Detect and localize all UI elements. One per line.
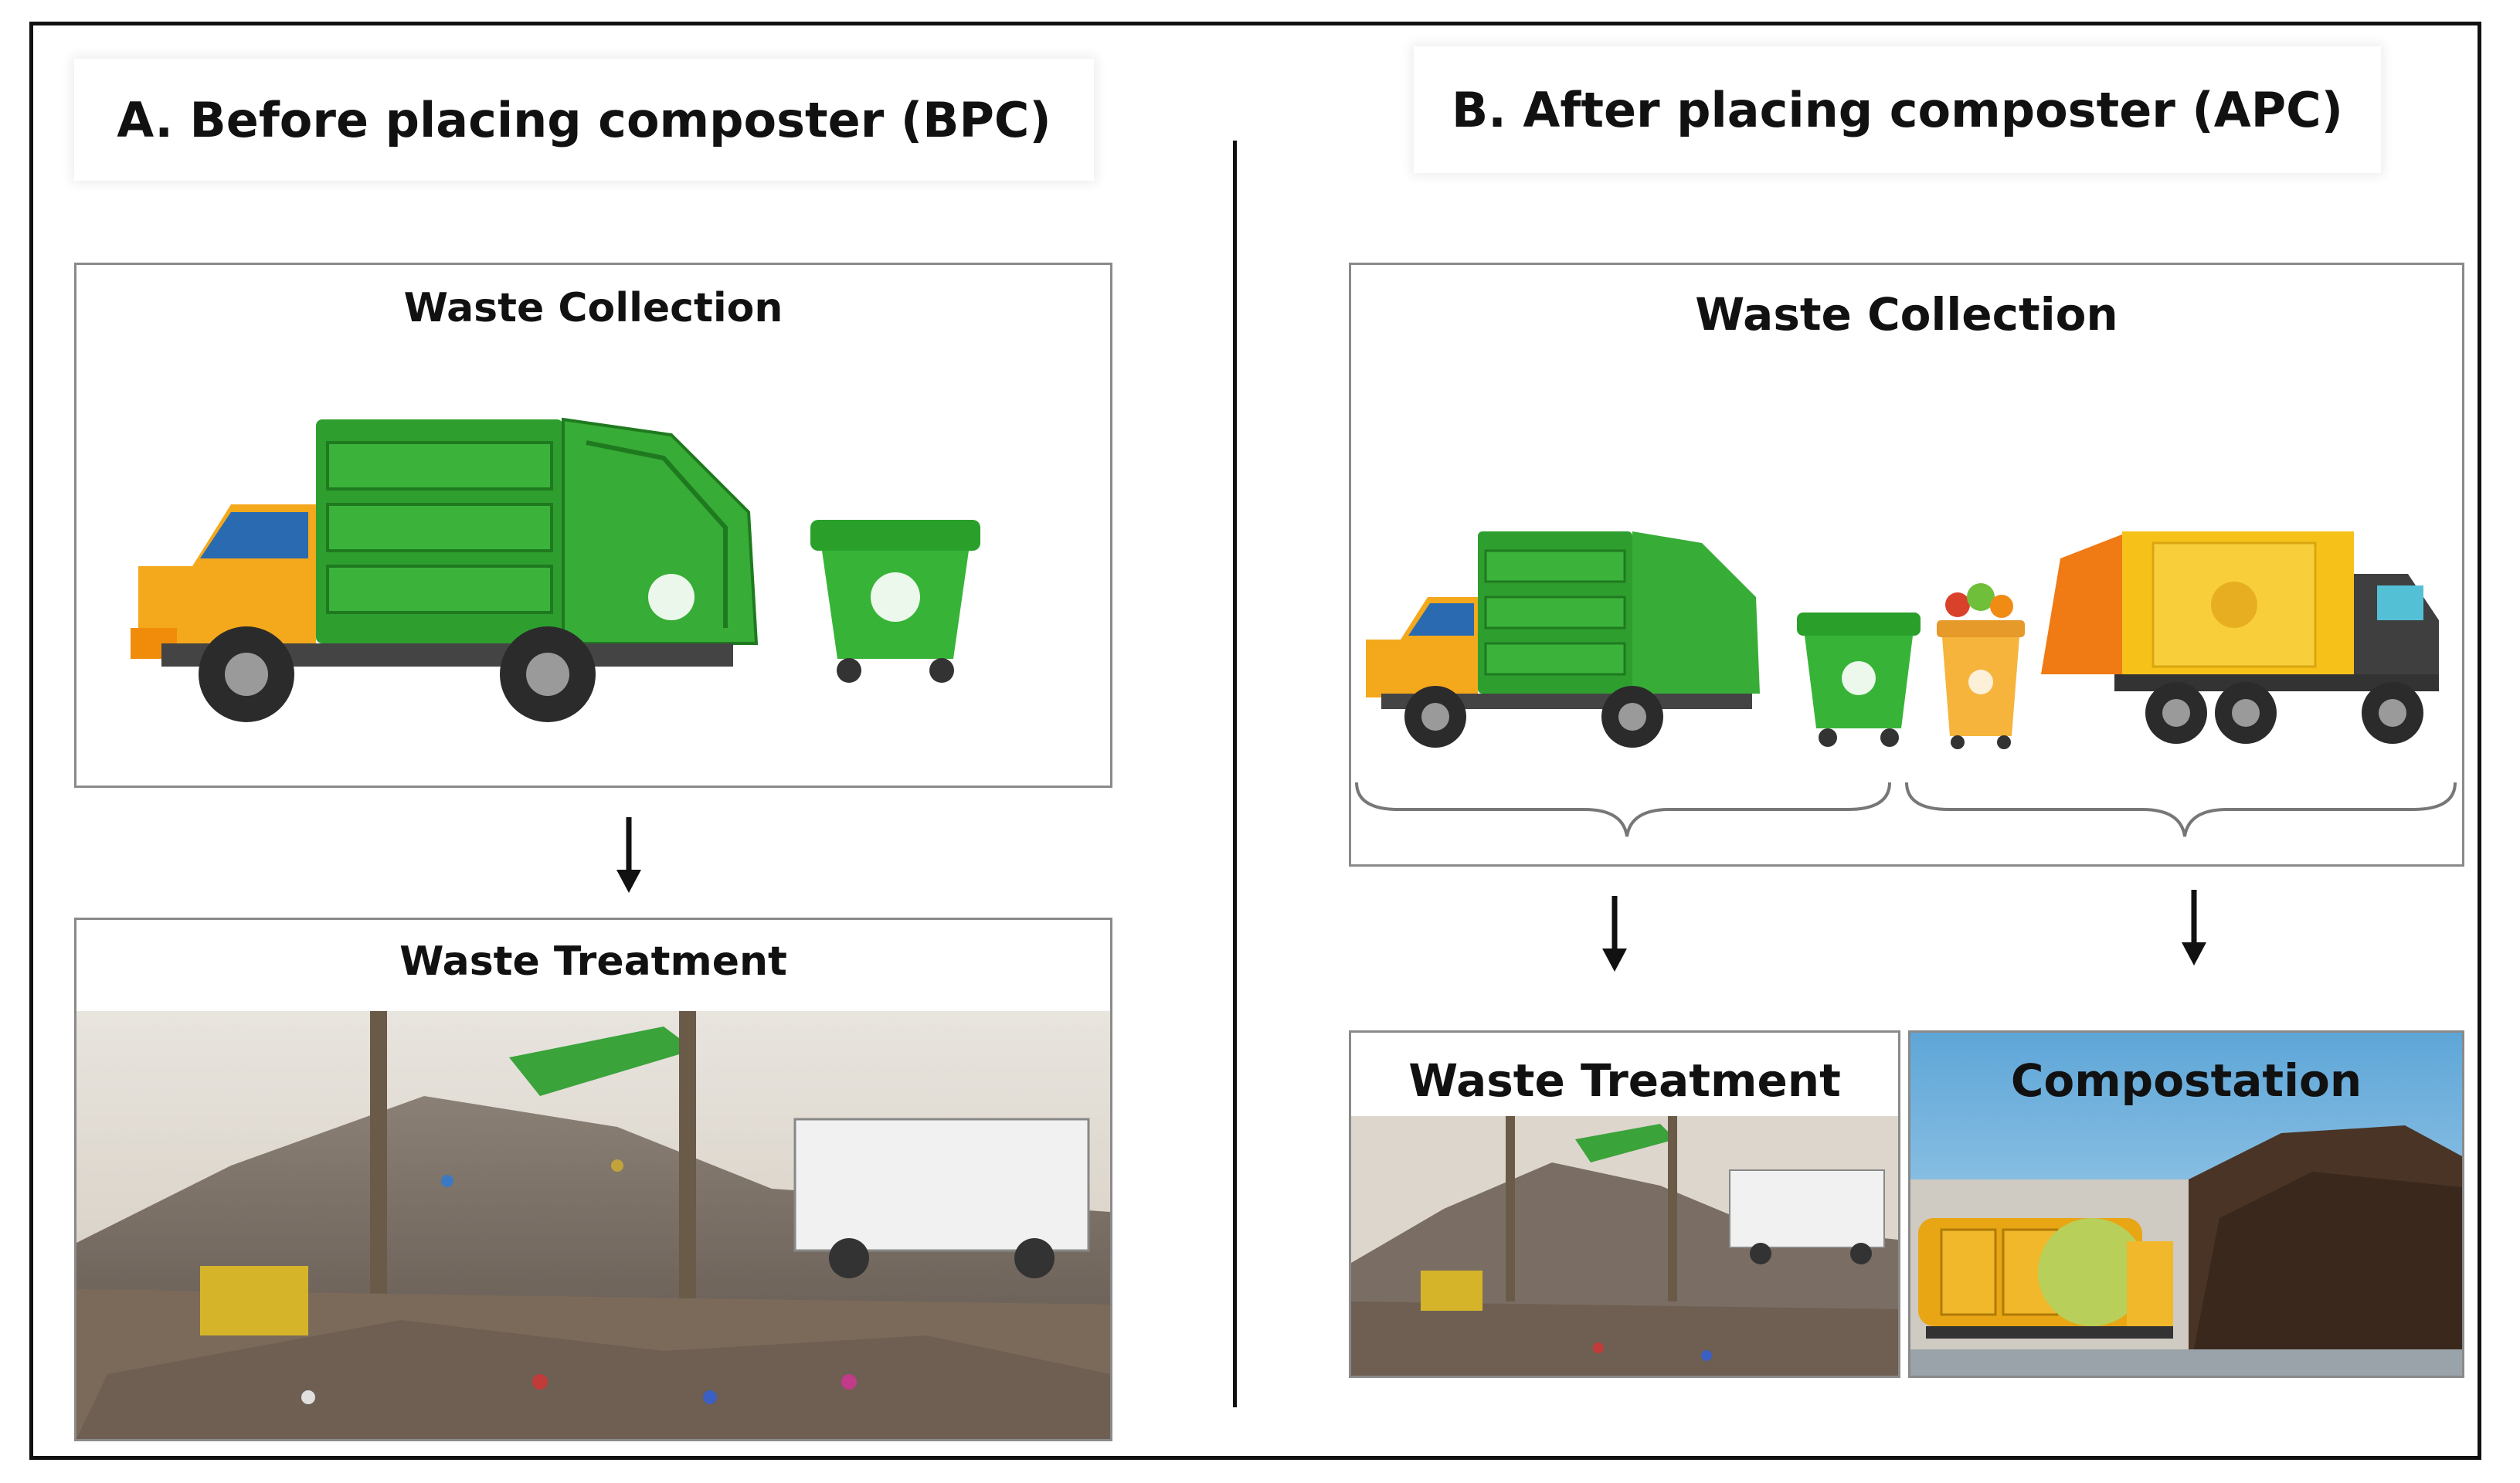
brace-right xyxy=(1905,782,2457,837)
recycle-bin-icon xyxy=(1797,613,1921,747)
panel-b-compost-label: Compostation xyxy=(2010,1054,2362,1107)
panel-b-collection-label: Waste Collection xyxy=(1695,288,2118,341)
compost-truck-icon xyxy=(2041,531,2439,744)
figure-frame xyxy=(29,22,2481,1460)
panel-a-treatment-label: Waste Treatment xyxy=(399,938,787,985)
garbage-truck-icon xyxy=(131,417,759,722)
panel-a-treatment-box: Waste Treatment xyxy=(74,918,1112,1441)
panel-b-collection-box: Waste Collection xyxy=(1349,263,2464,867)
panel-a-collection-label: Waste Collection xyxy=(403,285,783,331)
waste-treatment-photo xyxy=(76,1011,1110,1439)
garbage-truck-icon xyxy=(1366,531,1760,748)
panel-a-title: A. Before placing composter (BPC) xyxy=(74,59,1094,181)
panel-b-treatment-box: Waste Treatment xyxy=(1349,1030,1900,1378)
panel-b-down-arrow-right xyxy=(2182,890,2206,965)
panel-a-title-text: A. Before placing composter (BPC) xyxy=(117,91,1051,148)
panel-a-collection-box: Waste Collection xyxy=(74,263,1112,788)
panel-b-title-text: B. After placing composter (APC) xyxy=(1451,81,2344,138)
panel-b-compost-box: Compostation xyxy=(1908,1030,2464,1378)
brace-left xyxy=(1355,782,1891,837)
compostation-photo xyxy=(1910,1033,2462,1376)
organic-bin-icon xyxy=(1937,583,2025,749)
panel-b-title: B. After placing composter (APC) xyxy=(1414,46,2381,173)
recycle-bin-icon xyxy=(810,520,980,683)
panel-b-down-arrow-left xyxy=(1602,896,1627,972)
panel-divider xyxy=(1233,141,1237,1407)
panel-a-down-arrow xyxy=(616,817,641,893)
waste-treatment-photo xyxy=(1351,1116,1898,1376)
panel-b-treatment-label: Waste Treatment xyxy=(1408,1054,1841,1107)
